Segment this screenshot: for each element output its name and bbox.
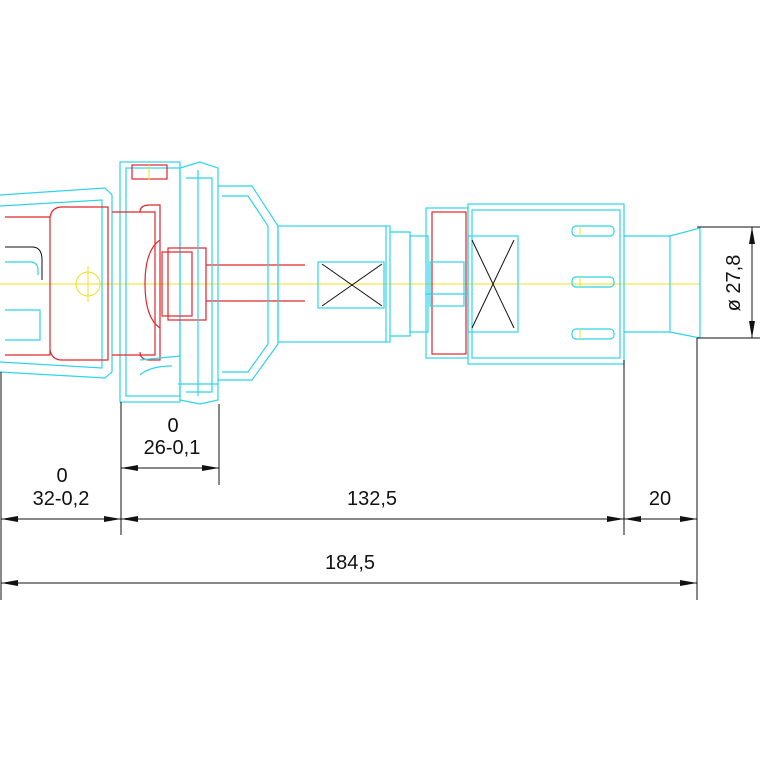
end-sleeve: [624, 227, 701, 339]
dim-left-bottom: 32-0,2: [33, 488, 90, 510]
dim-total: 184,5: [325, 552, 375, 574]
dim-right: 20: [649, 488, 671, 510]
left-housing: [0, 187, 113, 379]
dim-left-top: 0: [56, 465, 67, 487]
dim-small-bottom: 26-0,1: [144, 437, 201, 459]
middle-sleeve: [277, 225, 411, 343]
flange: [409, 207, 469, 359]
dim-mid: 132,5: [347, 488, 397, 510]
dim-small-top: 0: [167, 415, 178, 437]
dimension-lines: [0, 226, 760, 600]
cone-body: [218, 185, 279, 381]
dim-diameter: ø 27,8: [723, 255, 745, 312]
coupling-nut: [112, 161, 305, 405]
right-body: [467, 203, 625, 365]
terminal-pins: [571, 225, 615, 340]
